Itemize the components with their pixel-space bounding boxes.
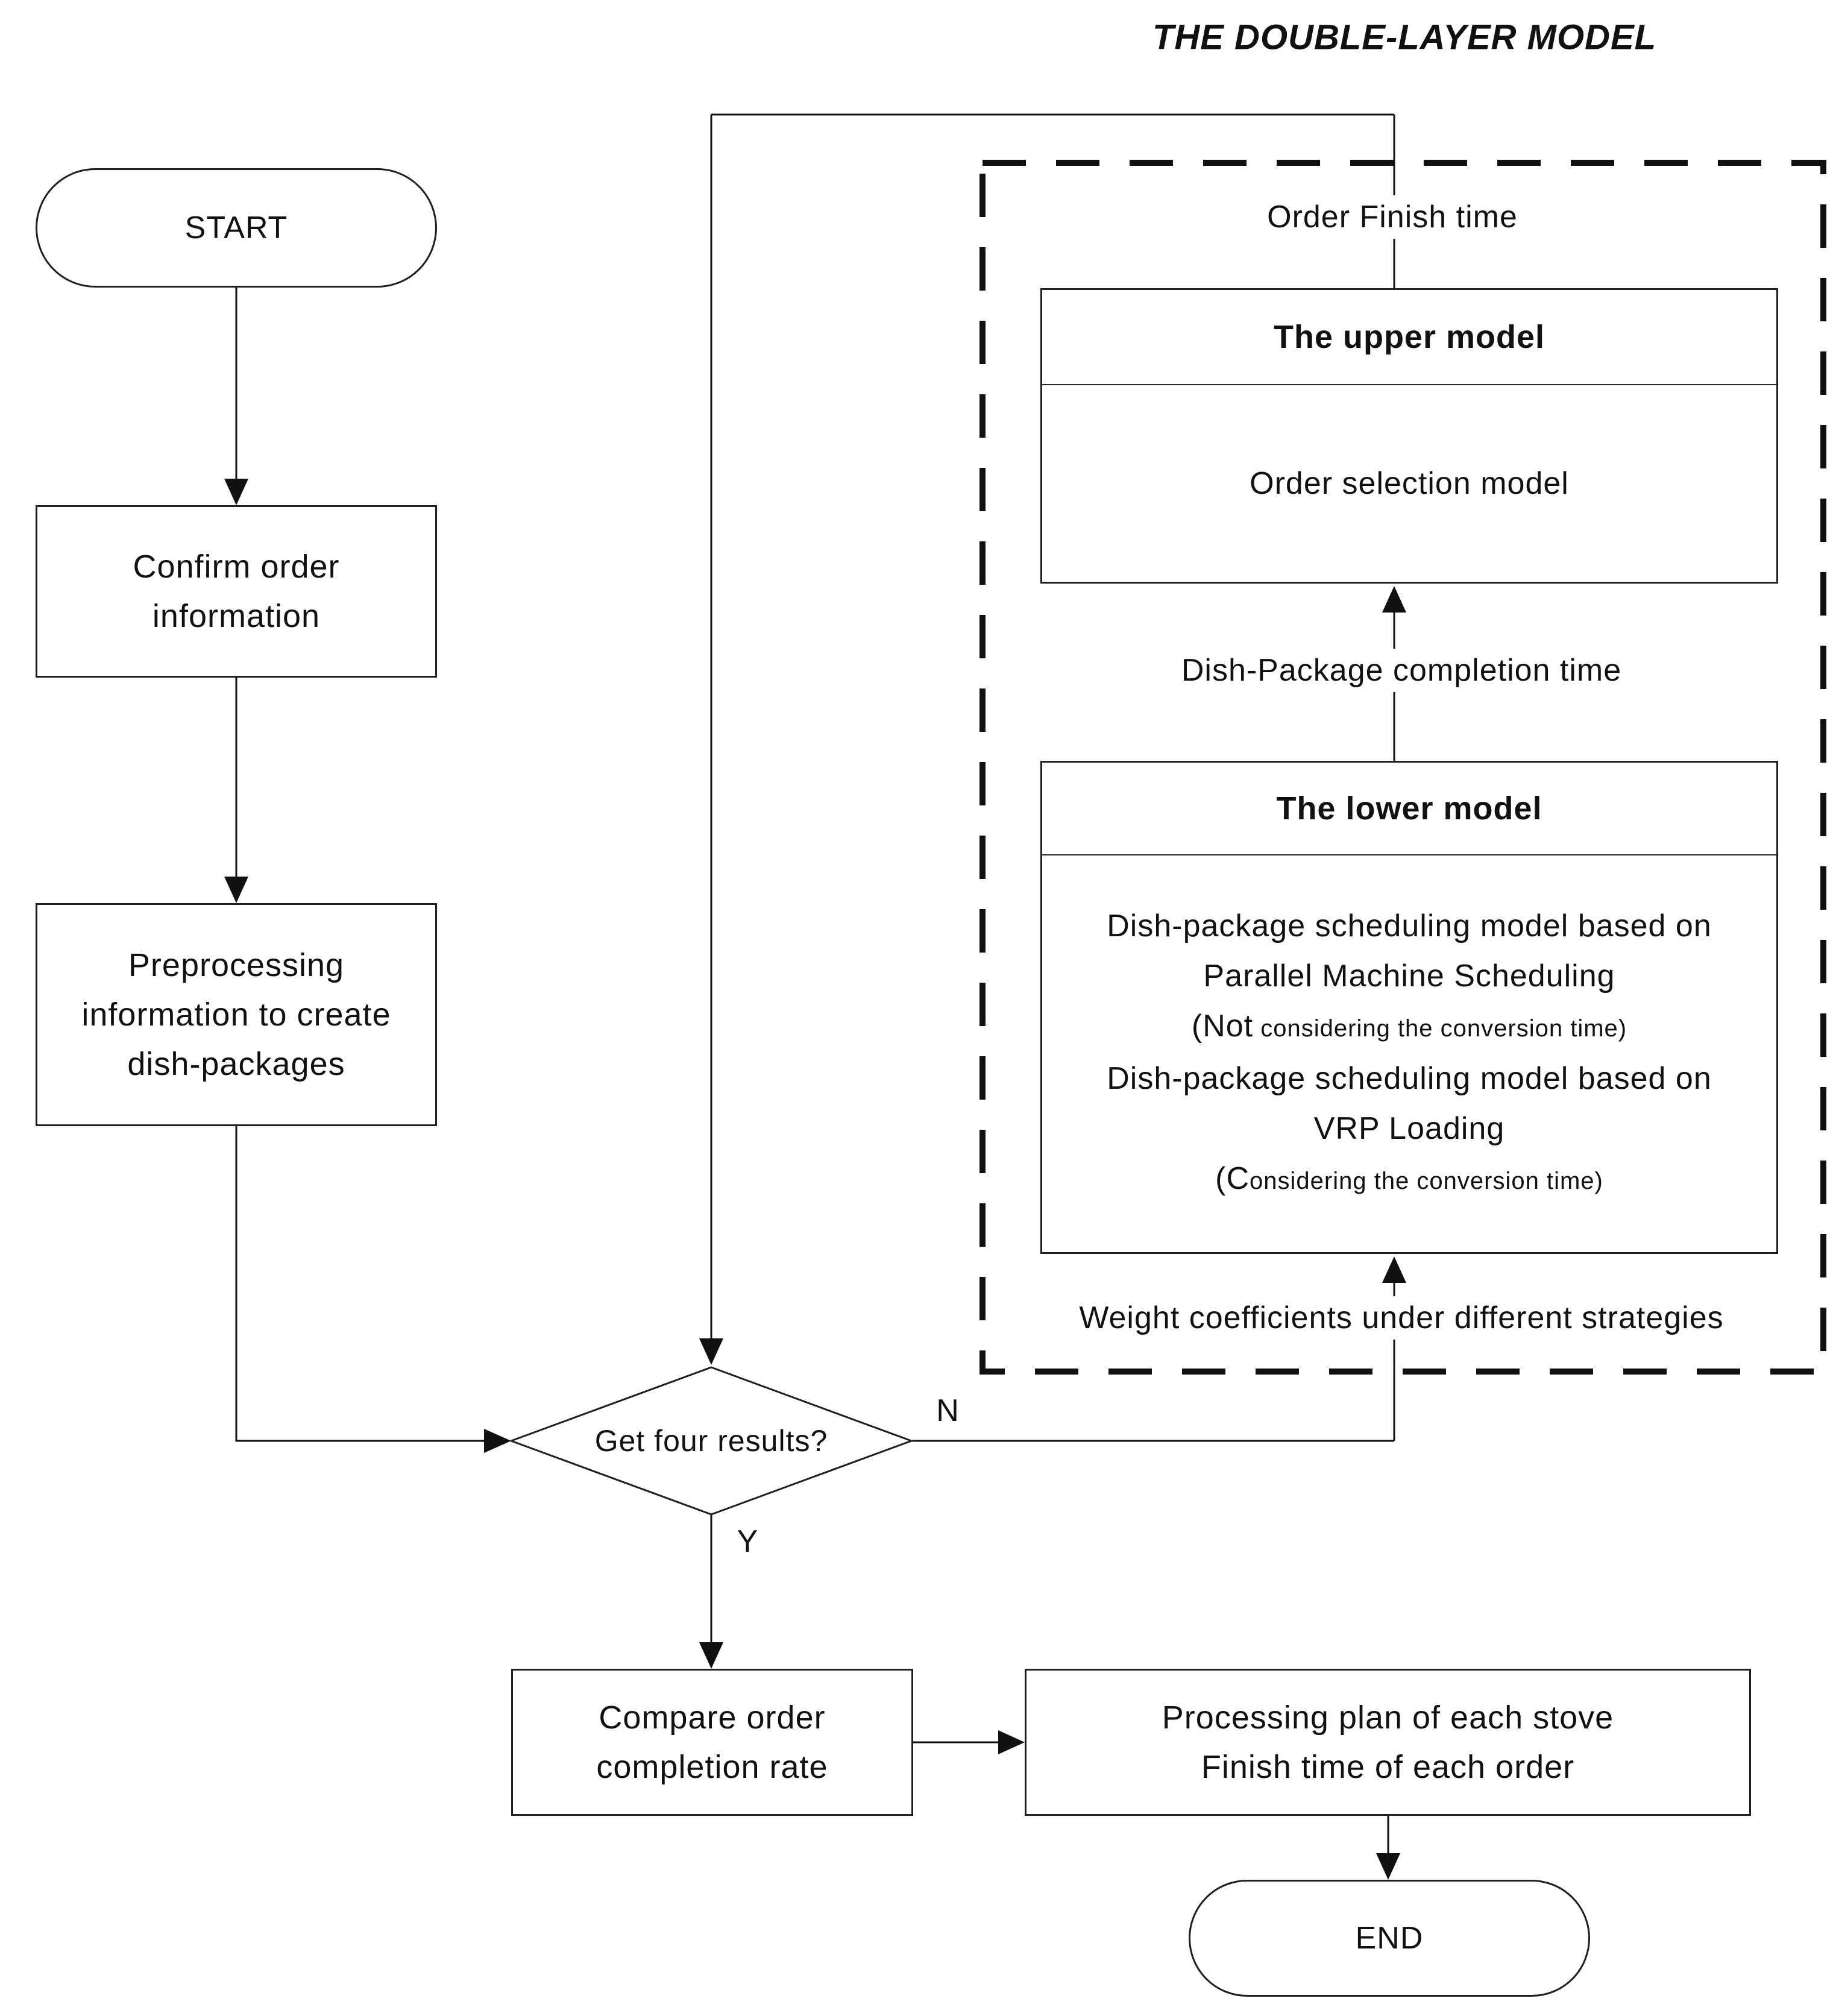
upper-model-header: The upper model — [1042, 290, 1776, 385]
processing-output-line1: Processing plan of each stove — [1162, 1699, 1614, 1736]
end-terminator: END — [1189, 1880, 1590, 1997]
diagram-title: THE DOUBLE-LAYER MODEL — [1152, 17, 1657, 57]
lower-model-line4: Dish-package scheduling model based on — [1107, 1061, 1712, 1096]
arrow-compare-to-processing-head — [998, 1730, 1025, 1754]
compare-line1: Compare order — [599, 1699, 826, 1736]
arrow-into-compare-head — [699, 1642, 723, 1669]
compare-line2: completion rate — [596, 1749, 828, 1785]
processing-output-line2: Finish time of each order — [1201, 1749, 1575, 1785]
start-label: START — [184, 210, 288, 245]
lower-model-body: Dish-package scheduling model based on P… — [1042, 855, 1776, 1252]
lower-model-line6-small: onsidering the conversion time) — [1250, 1168, 1603, 1194]
lower-model-line2: Parallel Machine Scheduling — [1203, 959, 1615, 994]
upper-model-panel: The upper model Order selection model — [1040, 288, 1778, 584]
weight-coefficients-label: Weight coefficients under different stra… — [1067, 1296, 1736, 1340]
arrow-preprocess-to-decision-line — [235, 1126, 485, 1442]
compare-step: Compare order completion rate — [511, 1669, 913, 1816]
arrow-into-lower-model-head — [1382, 1256, 1406, 1283]
lower-model-line5: VRP Loading — [1313, 1111, 1505, 1146]
arrow-confirm-to-preprocess-head — [224, 877, 248, 903]
branch-yes-label: Y — [737, 1524, 758, 1559]
preprocessing-line1: Preprocessing — [128, 947, 345, 983]
decision-diamond-shape — [508, 1366, 914, 1516]
arrow-into-decision-top-head — [699, 1338, 723, 1365]
lower-model-line3-big: (Not — [1191, 1009, 1254, 1044]
confirm-order-line2: information — [152, 598, 321, 634]
lower-model-panel: The lower model Dish-package scheduling … — [1040, 761, 1778, 1254]
confirm-order-step: Confirm order information — [36, 505, 437, 678]
arrow-processing-to-end-head — [1376, 1853, 1400, 1880]
preprocessing-line2: information to create — [81, 997, 391, 1033]
decision-label: Get four results? — [594, 1424, 828, 1458]
upper-model-body-text: Order selection model — [1250, 465, 1569, 501]
processing-output-step: Processing plan of each stove Finish tim… — [1025, 1669, 1751, 1816]
end-label: END — [1355, 1921, 1424, 1956]
confirm-order-line1: Confirm order — [133, 549, 340, 585]
lower-model-line6: (Considering the conversion time) — [1215, 1154, 1603, 1206]
start-terminator: START — [36, 168, 437, 288]
lower-model-line3-small: considering the conversion time) — [1253, 1015, 1627, 1042]
lower-model-header: The lower model — [1042, 763, 1776, 855]
lower-model-line3: (Not considering the conversion time) — [1192, 1001, 1627, 1054]
lower-model-line6-big: (C — [1215, 1161, 1250, 1196]
branch-no-label: N — [936, 1393, 959, 1428]
order-finish-time-label: Order Finish time — [1255, 195, 1530, 239]
preprocessing-line3: dish-packages — [127, 1046, 345, 1082]
upper-model-body: Order selection model — [1042, 385, 1776, 582]
arrow-start-to-confirm-head — [224, 479, 248, 505]
preprocessing-step: Preprocessing information to create dish… — [36, 903, 437, 1126]
lower-model-line1: Dish-package scheduling model based on — [1107, 909, 1712, 943]
double-layer-dashed-container — [979, 160, 1826, 1375]
dish-package-completion-time-label: Dish-Package completion time — [1169, 649, 1634, 692]
arrow-preprocess-to-decision-head — [484, 1429, 511, 1453]
arrow-lower-to-upper-head — [1382, 586, 1406, 613]
